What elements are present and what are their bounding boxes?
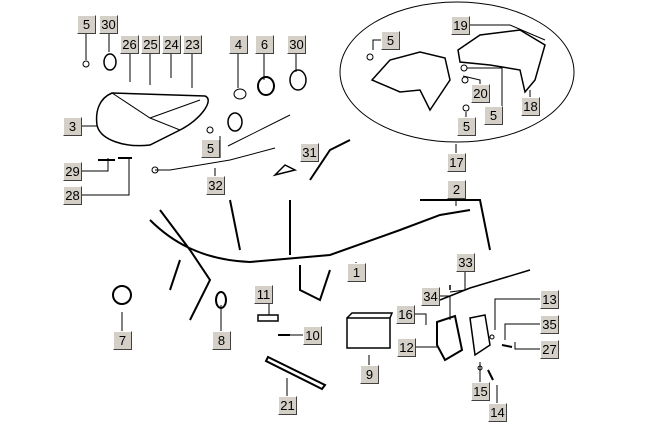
callout-2: 2 [447,180,466,199]
callout-24: 24 [162,35,181,54]
battery-part [346,312,394,349]
callout-29: 29 [63,162,82,181]
callout-34: 34 [421,287,440,306]
callout-18: 18 [521,97,540,116]
callout-12: 12 [397,338,416,357]
callout-6: 6 [255,35,274,54]
callout-35: 35 [540,315,559,334]
belt-part [264,355,327,391]
callout-25: 25 [141,35,160,54]
callout-17: 17 [447,153,466,172]
callout-5: 5 [457,117,476,136]
front-fairing-part [370,51,451,112]
callout-26: 26 [120,35,139,54]
callout-5: 5 [484,106,503,125]
callout-9: 9 [360,365,379,384]
callout-32: 32 [206,176,225,195]
callout-28: 28 [63,186,82,205]
callout-23: 23 [183,35,202,54]
callout-30: 30 [287,35,306,54]
callout-13: 13 [540,290,559,309]
callout-27: 27 [540,340,559,359]
callout-5: 5 [381,31,400,50]
callout-7: 7 [113,331,132,350]
callout-4: 4 [229,35,248,54]
callout-5: 5 [201,139,220,158]
callout-31: 31 [300,143,319,162]
callout-16: 16 [396,305,415,324]
callout-20: 20 [471,84,490,103]
callout-5: 5 [77,15,96,34]
callout-10: 10 [303,326,322,345]
callout-11: 11 [254,285,273,304]
rear-fairing-part [457,29,546,94]
headlight-part [95,92,209,147]
callout-1: 1 [347,263,366,282]
callout-14: 14 [488,403,507,422]
callout-15: 15 [471,382,490,401]
callout-33: 33 [456,253,475,272]
callout-30: 30 [99,15,118,34]
fairing-group-ellipse [339,1,575,143]
callout-3: 3 [63,117,82,136]
callout-21: 21 [278,396,297,415]
wiring-harness-part [149,139,491,321]
callout-19: 19 [451,16,470,35]
callout-8: 8 [212,331,231,350]
horn-part [112,285,132,305]
